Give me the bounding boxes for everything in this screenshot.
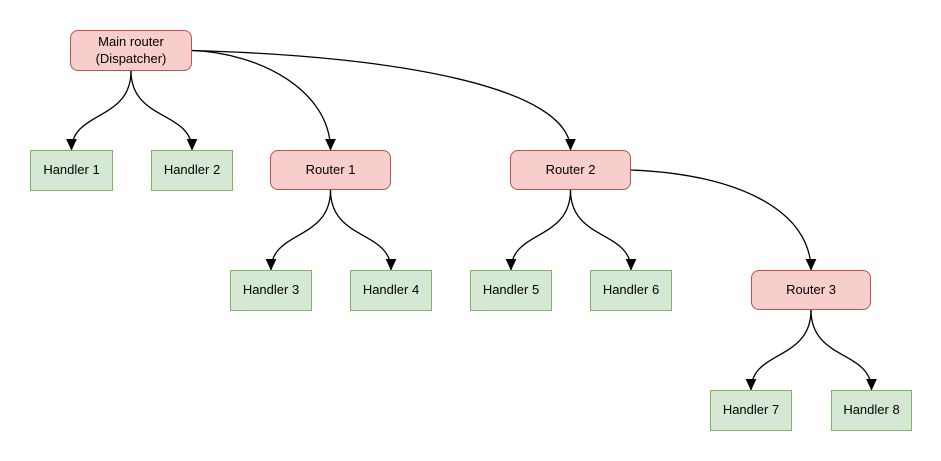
node-label: Handler 3 bbox=[242, 282, 300, 298]
node-handler-7: Handler 7 bbox=[710, 390, 792, 431]
node-label: Handler 7 bbox=[722, 402, 780, 418]
edge-router-2-to-handler-6 bbox=[569, 189, 637, 271]
node-router-2: Router 2 bbox=[510, 150, 631, 190]
node-handler-8: Handler 8 bbox=[831, 390, 912, 431]
node-label: Router 3 bbox=[786, 281, 836, 297]
node-handler-1: Handler 1 bbox=[30, 150, 113, 191]
node-router-1: Router 1 bbox=[270, 150, 391, 190]
node-handler-3: Handler 3 bbox=[230, 270, 312, 311]
node-handler-2: Handler 2 bbox=[151, 150, 233, 191]
node-main-router: Main router (Dispatcher) bbox=[70, 30, 192, 71]
node-handler-5: Handler 5 bbox=[470, 270, 552, 311]
edge-router-1-to-handler-4 bbox=[329, 189, 397, 271]
node-label: Handler 6 bbox=[602, 282, 660, 298]
edge-router-2-to-handler-5 bbox=[505, 189, 572, 271]
edge-main-router-to-router-2 bbox=[191, 49, 576, 151]
edge-main-router-to-handler-1 bbox=[66, 70, 132, 151]
edge-main-router-to-router-1 bbox=[191, 49, 336, 151]
edge-router-2-to-router-3 bbox=[630, 169, 817, 271]
node-handler-6: Handler 6 bbox=[590, 270, 672, 311]
node-label: Router 2 bbox=[545, 161, 596, 177]
node-handler-4: Handler 4 bbox=[350, 270, 432, 311]
edge-router-3-to-handler-7 bbox=[745, 309, 812, 391]
node-label: Handler 5 bbox=[482, 282, 540, 298]
node-label: Handler 2 bbox=[163, 162, 221, 178]
edge-router-1-to-handler-3 bbox=[265, 189, 332, 271]
node-label: Handler 8 bbox=[843, 402, 900, 418]
edge-router-3-to-handler-8 bbox=[810, 309, 877, 391]
node-label: Handler 1 bbox=[43, 162, 100, 178]
node-label: Router 1 bbox=[305, 161, 356, 177]
node-label: Main router (Dispatcher) bbox=[95, 33, 167, 66]
node-label: Handler 4 bbox=[362, 282, 420, 298]
edge-main-router-to-handler-2 bbox=[130, 70, 198, 151]
node-router-3: Router 3 bbox=[751, 270, 871, 310]
